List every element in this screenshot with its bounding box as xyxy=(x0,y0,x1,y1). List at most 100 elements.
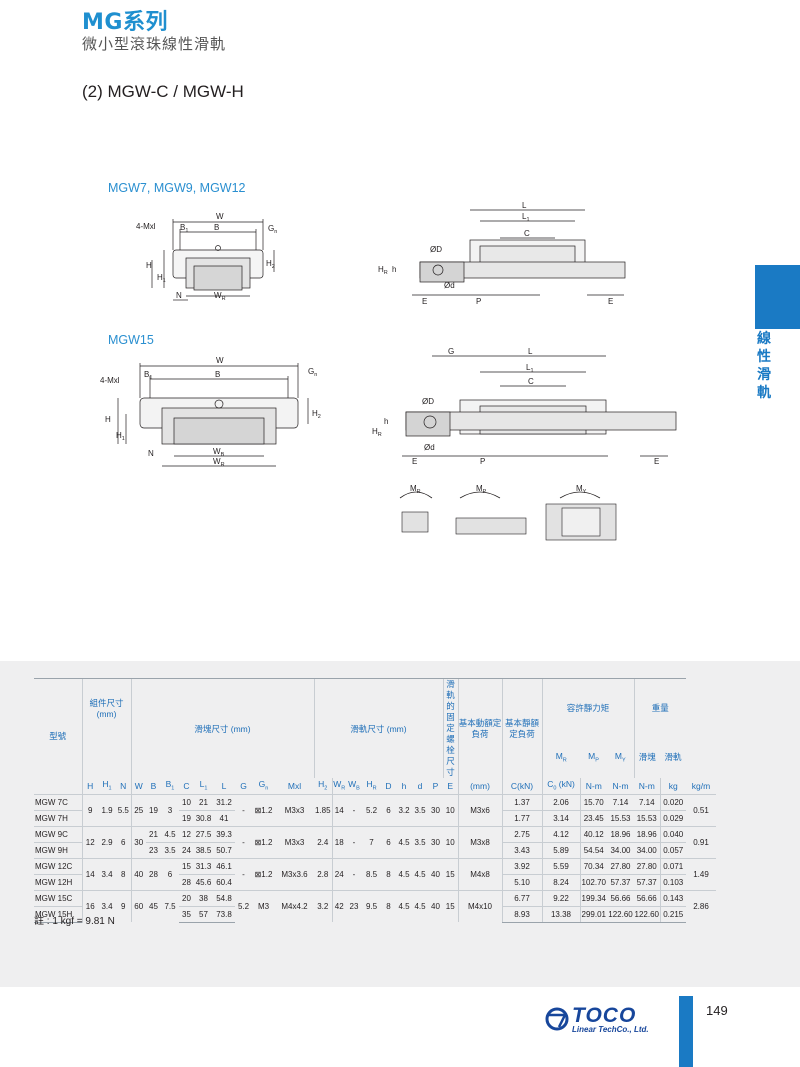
col-l: L xyxy=(221,780,227,791)
dim-label-h2: H2 xyxy=(266,259,275,270)
dim-label-w: W xyxy=(216,356,224,365)
unit-mr: N-m xyxy=(579,778,607,794)
group-label-mgw15: MGW15 xyxy=(108,333,154,347)
dim-label-n: N xyxy=(148,449,154,458)
col-c0-kn: C0 (kN) xyxy=(541,778,580,794)
dim-label-wr: WR xyxy=(213,457,225,468)
dim-label-h2: H2 xyxy=(312,409,321,420)
footer-accent-bar xyxy=(679,996,693,1067)
col-mxl: Mxl xyxy=(287,780,302,791)
dim-label-l: L xyxy=(528,347,533,356)
header-block: 滑塊尺寸 (mm) xyxy=(130,678,314,778)
unit-note: 註 : 1 kgf = 9.81 N xyxy=(34,916,115,927)
header-model: 型號 xyxy=(34,678,82,794)
front-view-drawing-small: W B B1 4-Mxl Gn H H1 H2 N WR xyxy=(136,212,277,302)
dim-label-l1: L1 xyxy=(522,212,530,223)
side-tab-char: 滑 xyxy=(757,367,771,383)
table-row: MGW 12H 28 45.6 60.4 5.10 8.24 102.70 57… xyxy=(34,873,716,890)
col-g: G xyxy=(240,780,247,791)
col-rail-weight: 滑軌 xyxy=(664,752,682,763)
col-h2: H2 xyxy=(318,779,328,793)
col-h: H xyxy=(81,778,98,794)
unit-mp: N-m xyxy=(612,780,629,791)
unit-rail-weight: kg/m xyxy=(691,780,711,791)
side-tab-char: 線 xyxy=(757,331,771,347)
dim-label-b1: B1 xyxy=(144,370,152,381)
dim-label-b: B xyxy=(214,223,219,232)
header-assembly: 組件尺寸(mm) xyxy=(81,677,131,737)
table-row: MGW 15H 35 57 73.8 8.93 13.38 299.01 122… xyxy=(34,905,716,923)
dim-label-c: C xyxy=(528,377,534,386)
dim-label-p: P xyxy=(480,457,485,466)
dim-label-e-left: E xyxy=(422,297,427,306)
side-view-drawing-small: L L1 C ØD Ød h HR E P E xyxy=(378,201,626,306)
logo-subtitle: Linear TechCo., Ltd. xyxy=(572,1025,649,1034)
side-tab-label: 線 性 滑 軌 xyxy=(757,330,775,402)
header-dynamic-load: 基本動額定負荷 xyxy=(457,678,502,778)
header-moment: 容許靜力矩 xyxy=(541,677,634,737)
side-tab-char: 軌 xyxy=(757,385,771,401)
dim-label-h: H xyxy=(146,261,152,270)
table-row: MGW 9H 23 3.5 24 38.5 50.7 3.43 5.89 54.… xyxy=(34,841,716,858)
dim-label-e-right: E xyxy=(608,297,613,306)
logo-text: TOCO xyxy=(572,1004,637,1027)
header-weight: 重量 xyxy=(633,677,686,737)
series-subtitle: 微小型滾珠線性滑軌 xyxy=(82,35,227,53)
dim-label-wr: WR xyxy=(214,291,226,302)
front-view-drawing-large: W B B1 4-Mxl Gn H H1 H2 N WB WR xyxy=(100,356,321,468)
dim-label-d: Ød xyxy=(444,281,455,290)
dim-label-g: G xyxy=(448,347,454,356)
col-d-large: D xyxy=(385,780,392,791)
side-tab xyxy=(755,265,800,329)
page-number: 149 xyxy=(706,1003,728,1018)
col-h-small: h xyxy=(401,780,407,791)
col-c-kn: C(kN) xyxy=(501,778,542,794)
col-hr: HR xyxy=(366,779,377,793)
dim-label-od: ØD xyxy=(430,245,442,254)
col-b1: B1 xyxy=(165,779,175,793)
col-block-weight: 滑塊 xyxy=(633,736,660,778)
dim-label-n: N xyxy=(176,291,182,300)
dim-label-d: Ød xyxy=(424,443,435,452)
col-wb: WB xyxy=(348,779,360,793)
unit-block-weight: kg xyxy=(659,778,686,794)
dim-label-c: C xyxy=(524,229,530,238)
header-static-load: 基本靜額定負荷 xyxy=(501,678,542,778)
dim-label-h1: H1 xyxy=(157,273,166,284)
col-wr: WR xyxy=(331,778,346,794)
dim-label-b1: B1 xyxy=(180,223,188,234)
dim-label-mounting-screw: 4-Mxl xyxy=(100,376,120,385)
header-rail: 滑軌尺寸 (mm) xyxy=(313,678,443,778)
spec-table: 型號 組件尺寸(mm) 滑塊尺寸 (mm) 滑軌尺寸 (mm) 滑軌的固定螺栓尺… xyxy=(34,677,716,923)
dim-label-gn: Gn xyxy=(308,367,317,378)
table-row: MGW 7C 9 1.9 5.5 25 19 3 10 21 31.2 - ⊠1… xyxy=(34,793,716,826)
group-label-mgw7-9-12: MGW7, MGW9, MGW12 xyxy=(108,181,246,195)
dim-label-hr: HR xyxy=(372,427,382,438)
moment-diagrams: MR MP MY xyxy=(399,484,617,541)
toco-logo-icon xyxy=(545,1007,569,1031)
side-tab-char: 性 xyxy=(757,349,771,365)
unit-my: N-m xyxy=(638,780,655,791)
col-bolt-unit: (mm) xyxy=(457,778,502,794)
dim-label-p: P xyxy=(476,297,481,306)
col-c: C xyxy=(183,780,190,791)
header-bolt: 滑軌的固定螺栓尺寸 xyxy=(442,678,458,778)
col-mr: MR xyxy=(541,736,580,778)
side-view-drawing-large: G L L1 C ØD Ød h HR E P E xyxy=(372,347,677,466)
dim-label-wb: WB xyxy=(213,447,225,458)
moment-label-mp: MP xyxy=(476,484,487,495)
dim-label-h: H xyxy=(105,415,111,424)
dim-label-b: B xyxy=(215,370,220,379)
dim-label-hr: HR xyxy=(378,265,388,276)
col-my: MY xyxy=(614,750,626,764)
dim-label-e-right: E xyxy=(654,457,659,466)
section-heading: (2) MGW-C / MGW-H xyxy=(82,82,244,101)
dim-label-mounting-screw: 4-Mxl xyxy=(136,222,156,231)
col-mp: MP xyxy=(588,750,599,764)
col-h1: H1 xyxy=(102,779,112,793)
col-w: W xyxy=(130,778,146,794)
dim-label-l1: L1 xyxy=(526,363,534,374)
table-row: MGW 9C 12 2.9 6 30 21 4.5 12 27.5 39.3 -… xyxy=(34,825,716,858)
table-row: MGW 12C 14 3.4 8 40 28 6 15 31.3 46.1 - … xyxy=(34,857,716,890)
moment-label-my: MY xyxy=(576,484,587,495)
